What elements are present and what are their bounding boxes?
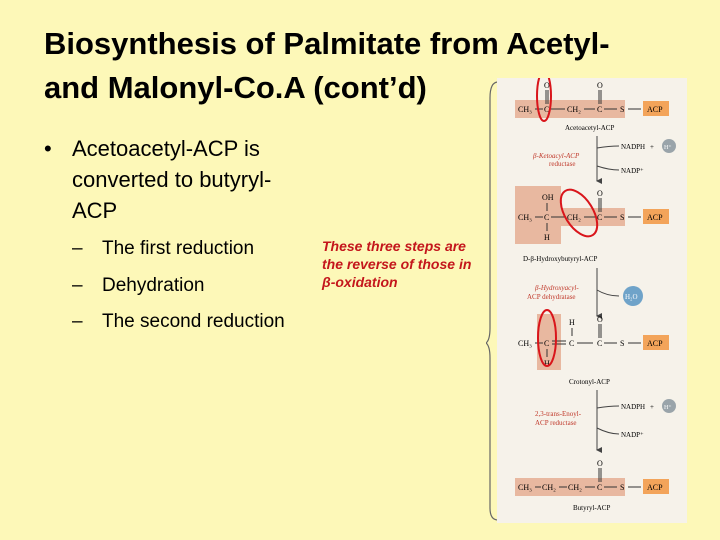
sub-item-dehydration: –Dehydration [72,274,204,298]
mol-c1: C [544,213,549,222]
mol-ch2b: CH₂ [568,483,582,492]
sub-item-dash: – [72,311,83,332]
mol-ch3: CH₃ [518,213,532,222]
enzyme2-line2: ACP dehydratase [527,293,576,301]
mol-c3: C [597,339,602,348]
h-badge-2 [662,399,676,413]
plus-2: + [650,403,654,411]
enzyme3-line1: 2,3-trans-Enoyl- [535,410,582,418]
mol-ch2: CH₂ [567,213,581,222]
red-circle-ketone [536,78,552,122]
mol-o: O [597,315,603,324]
water-text: H₂O [625,293,638,301]
mol-c1: C [544,105,549,114]
acp-box [643,209,669,224]
reaction-pathway-figure: CH₃ C O CH₂ C O S ACP Acetoacetyl-ACP β-… [497,78,687,523]
mol-acp: ACP [647,105,663,114]
mol-c: C [597,483,602,492]
molecule-highlight-box [515,478,625,496]
plus-1: + [650,143,654,151]
note-line-1: These three steps are [322,238,466,254]
crotonyl-acp-molecule: H CH₃ C H C C O S ACP Crotonyl-ACP [518,314,669,386]
mol-h: H [544,233,550,242]
sub-item-dash: – [72,238,83,259]
mol-acp: ACP [647,483,663,492]
mol-oh: OH [542,193,554,202]
mol-c2: C [597,105,602,114]
mol-c1: C [544,339,549,348]
nadp-2: NADP⁺ [621,431,644,439]
sub-item-dash: – [72,275,83,296]
mol-ch3: CH₃ [518,483,532,492]
note-line-2: the reverse of those in [322,256,472,272]
mol-s: S [620,339,624,348]
mol-name: Butyryl-ACP [573,504,610,512]
mol-name: Acetoacetyl-ACP [565,124,614,132]
sub-item-second-reduction: –The second reduction [72,310,285,334]
sub-item-text: The second reduction [102,311,285,332]
nadph-1: NADPH [621,143,645,151]
acetoacetyl-acp-molecule: CH₃ C O CH₂ C O S ACP Acetoacetyl-ACP [515,81,669,132]
mol-s: S [620,483,624,492]
mol-o1: O [544,81,550,90]
nadp-1: NADP⁺ [621,167,644,175]
enzyme1-line1: β-Ketoacyl-ACP [532,152,580,160]
mol-c2: C [569,339,574,348]
beta-oxidation-note: These three steps are the reverse of tho… [322,237,502,291]
mol-c2: C [597,213,602,222]
h-1: H⁺ [664,144,672,151]
nadph-2: NADPH [621,403,645,411]
enzyme1-line2: reductase [549,160,575,168]
acp-box [643,479,669,494]
title-line-2: and Malonyl-Co.A (cont’d) [44,70,427,105]
mol-s: S [620,213,624,222]
mol-name: D-β-Hydroxybutyryl-ACP [523,255,597,263]
left-brace [486,81,499,521]
note-line-3: β-oxidation [322,274,398,290]
mol-s: S [620,105,624,114]
mol-acp: ACP [647,213,663,222]
bullet-dot: • [44,136,52,161]
mol-o: O [597,189,603,198]
title-line-1: Biosynthesis of Palmitate from Acetyl- [44,26,610,61]
mol-name: Crotonyl-ACP [569,378,610,386]
enzyme2-line1: β-Hydroxyacyl- [534,284,579,292]
bullet-text: Acetoacetyl-ACP is converted to butyryl-… [72,136,272,223]
mol-ch3: CH₃ [518,105,532,114]
mol-o2: O [597,81,603,90]
mol-h-top: H [569,318,575,327]
mol-o: O [597,459,603,468]
molecule-highlight-box [515,100,625,118]
water-badge [623,286,643,306]
sub-item-text: The first reduction [102,238,255,259]
h-2: H⁺ [664,404,672,411]
mol-h-bottom: H [544,359,550,368]
mol-ch3: CH₃ [518,339,532,348]
butyryl-acp-molecule: CH₃ CH₂ CH₂ C O S ACP Butyryl-ACP [515,459,669,512]
acp-box [643,335,669,350]
hydroxybutyryl-acp-molecule: OH CH₃ C H CH₂ C O S ACP D-β-Hydroxybuty… [515,186,669,263]
red-circle-hydroxyl [559,188,599,238]
sub-item-first-reduction: –The first reduction [72,237,254,261]
mol-acp: ACP [647,339,663,348]
mol-ch2a: CH₂ [542,483,556,492]
mol-ch2: CH₂ [567,105,581,114]
sub-item-text: Dehydration [102,275,205,296]
h-badge-1 [662,139,676,153]
page-title: Biosynthesis of Palmitate from Acetyl- a… [44,22,720,110]
enzyme3-line2: ACP reductase [535,419,577,427]
acp-box [643,101,669,116]
molecule-highlight-box [515,186,561,244]
red-circle-double-bond [537,309,557,367]
